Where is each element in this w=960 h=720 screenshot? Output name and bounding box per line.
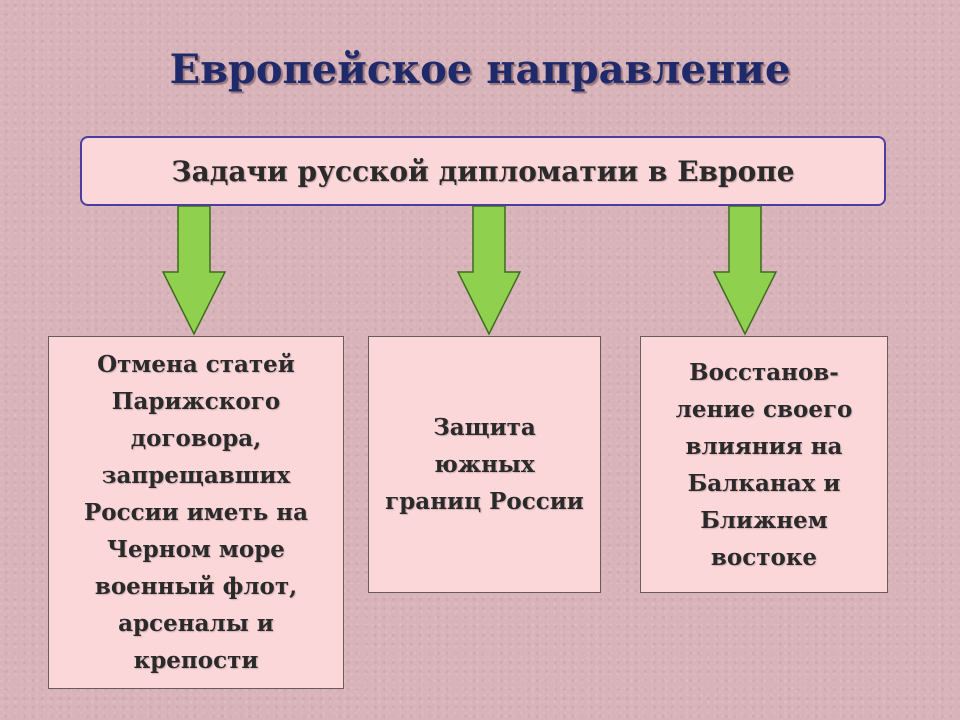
task-box-southern-borders: Защита южных границ России: [368, 336, 601, 593]
task-line: России иметь на: [83, 499, 309, 526]
task-line: запрещавших: [101, 462, 291, 489]
task-line: Балканах и: [687, 469, 841, 497]
task-box-paris-treaty: Отмена статей Парижского договора, запре…: [48, 336, 344, 689]
task-line: востоке: [710, 543, 818, 571]
task-line: крепости: [133, 647, 259, 674]
task-line: арсеналы и: [118, 610, 274, 637]
task-line: влияния на: [685, 432, 843, 460]
task-text: Отмена статей Парижского договора, запре…: [84, 346, 308, 679]
task-line: границ России: [385, 488, 584, 515]
down-arrow-icon: [161, 206, 227, 336]
task-line: южных: [434, 451, 535, 478]
slide-title: Европейское направление: [169, 46, 791, 93]
task-line: Парижского: [111, 388, 281, 415]
task-line: договора,: [130, 425, 262, 452]
header-text: Задачи русской дипломатии в Европе: [171, 154, 795, 188]
task-text: Восстанов- ление своего влияния на Балка…: [676, 354, 853, 576]
task-line: Защита: [433, 414, 536, 441]
down-arrow-icon: [456, 206, 522, 336]
down-arrow-icon: [712, 206, 778, 336]
header-box: Задачи русской дипломатии в Европе: [80, 136, 886, 206]
task-line: Восстанов-: [689, 358, 839, 386]
task-box-balkans-influence: Восстанов- ление своего влияния на Балка…: [640, 336, 888, 593]
task-line: Отмена статей: [97, 351, 295, 378]
task-line: ление своего: [675, 395, 853, 423]
task-text: Защита южных границ России: [385, 409, 584, 520]
task-line: Черном море: [107, 536, 285, 563]
task-line: военный флот,: [94, 573, 298, 600]
task-line: Ближнем: [700, 506, 828, 534]
